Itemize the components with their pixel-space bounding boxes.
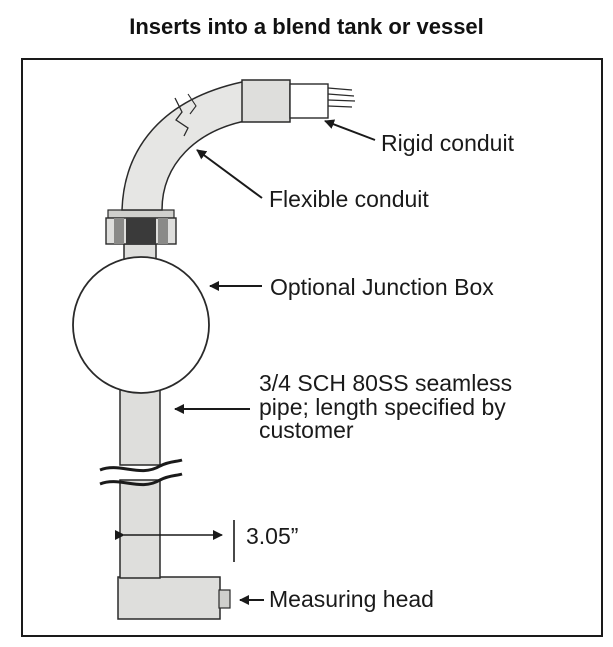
pipe-lower-segment [119,479,161,579]
pipe-break-mark [99,458,183,487]
measuring-head [117,576,231,620]
label-pipe-line2: pipe; length specified by [259,394,506,420]
flexible-conduit-leader [196,149,263,199]
diagram-frame [21,58,603,637]
label-junction-box: Optional Junction Box [270,274,494,300]
rigid-conduit-leader [324,119,376,141]
label-pipe-line3: customer [259,417,354,443]
rigid-conduit [241,79,356,123]
label-flexible-conduit: Flexible conduit [269,186,429,212]
conduit-fitting [105,209,177,245]
label-dimension: 3.05” [246,523,298,549]
label-pipe-line1: 3/4 SCH 80SS seamless [259,370,512,396]
diagram-title: Inserts into a blend tank or vessel [129,14,484,39]
label-rigid-conduit: Rigid conduit [381,130,515,156]
junction-box [72,256,210,394]
label-measuring-head: Measuring head [269,586,434,612]
flexible-conduit [121,81,251,211]
dimension-line [115,520,235,562]
